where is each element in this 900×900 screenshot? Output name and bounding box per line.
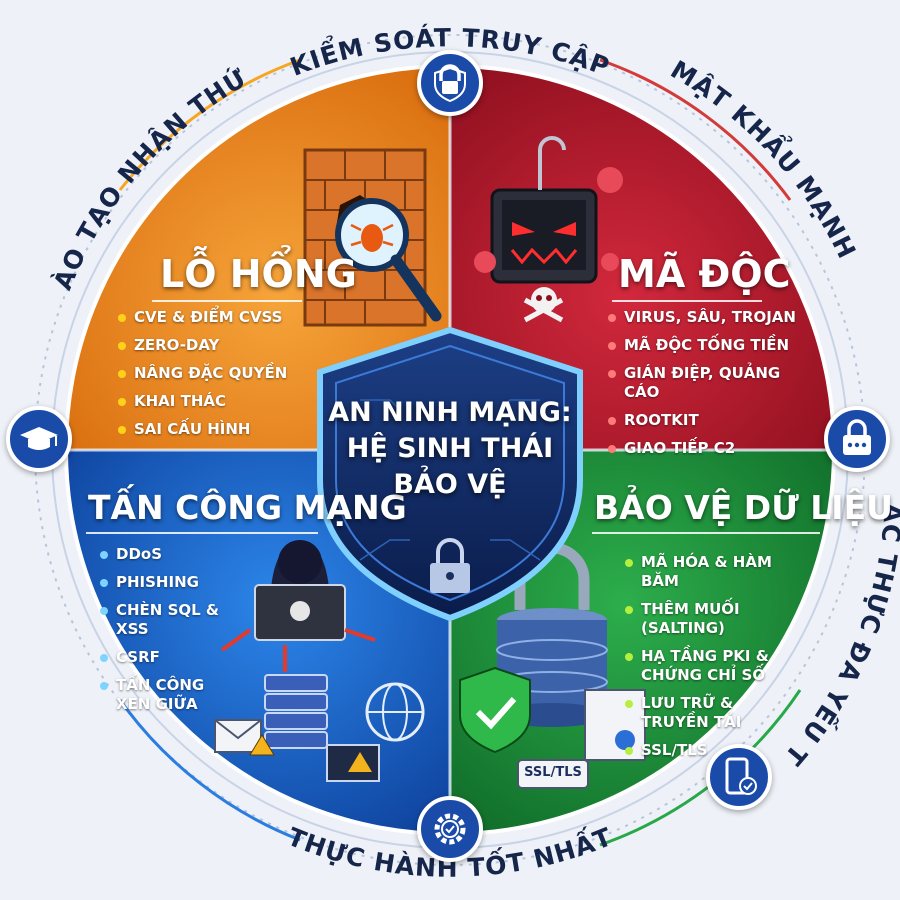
list-vulnerabilities: CVE & ĐIỂM CVSS ZERO-DAY NÂNG ĐẶC QUYỀN …	[118, 308, 298, 448]
list-item: TẤN CÔNG XEN GIỮA	[100, 676, 226, 714]
certificate-icon	[584, 689, 646, 761]
list-item: SAI CẤU HÌNH	[118, 420, 298, 439]
server-rack-icon	[264, 674, 328, 749]
graduation-cap-icon	[20, 427, 58, 450]
rule-attacks	[86, 532, 318, 534]
password-lock-icon	[843, 419, 871, 455]
ssl-tag-icon	[517, 759, 589, 789]
list-item: CSRF	[100, 648, 250, 667]
list-attacks: DDoS PHISHING CHÈN SQL & XSS CSRF TẤN CÔ…	[100, 545, 250, 723]
magnifier-bug-icon	[335, 198, 442, 322]
center-padlock-icon	[430, 538, 470, 593]
list-item: LƯU TRỮ & TRUYỀN TẢI	[625, 694, 771, 732]
email-warning-icon	[214, 719, 275, 756]
list-item: CVE & ĐIỂM CVSS	[118, 308, 298, 327]
list-item: ZERO-DAY	[118, 336, 298, 355]
hacker-laptop-icon	[220, 540, 376, 672]
badge-awareness-training[interactable]	[6, 406, 72, 472]
list-data-protection: MÃ HÓA & HÀM BĂM THÊM MUỐI (SALTING) HẠ …	[625, 553, 805, 769]
rule-vulnerabilities	[152, 300, 302, 302]
list-item: VIRUS, SÂU, TROJAN	[608, 308, 808, 327]
shield-check-icon	[459, 666, 531, 754]
title-vulnerabilities: LỖ HỔNG	[160, 252, 357, 296]
badge-mfa[interactable]	[706, 744, 772, 810]
list-item: SSL/TLS	[625, 741, 805, 760]
browser-warning-icon	[326, 744, 380, 782]
accent-arc-red	[599, 58, 792, 201]
list-item: MÃ ĐỘC TỐNG TIỀN	[608, 336, 808, 355]
list-item: HẠ TẦNG PKI & CHỨNG CHỈ SỐ	[625, 647, 801, 685]
center-title-line-1: AN NINH MẠNG:	[328, 397, 572, 428]
gear-check-icon	[434, 813, 466, 845]
title-attacks: TẤN CÔNG MẠNG	[88, 488, 407, 527]
list-item: NÂNG ĐẶC QUYỀN	[118, 364, 298, 383]
malware-monitor-icon	[490, 136, 598, 284]
title-data-protection: BẢO VỆ DỮ LIỆU	[594, 488, 893, 527]
quadrant-malware	[450, 66, 834, 450]
skull-crossbones-icon	[523, 287, 564, 323]
list-item: MÃ HÓA & HÀM BĂM	[625, 553, 805, 591]
center-title-line-3: BẢO VỆ	[393, 469, 507, 500]
padlock-icon	[434, 64, 466, 103]
list-item: ROOTKIT	[608, 411, 808, 430]
list-item: GIÁN ĐIỆP, QUẢNG CÁO	[608, 364, 808, 402]
title-malware: MÃ ĐỘC	[618, 252, 791, 296]
accent-arc-orange	[118, 58, 301, 191]
phone-verification-icon	[725, 757, 757, 795]
list-malware: VIRUS, SÂU, TROJAN MÃ ĐỘC TỐNG TIỀN GIÁN…	[608, 308, 808, 467]
badge-strong-password[interactable]	[824, 406, 890, 472]
ssl-tag-label: SSL/TLS	[524, 765, 582, 780]
center-title-line-2: HỆ SINH THÁI	[346, 433, 554, 464]
list-item: THÊM MUỐI (SALTING)	[625, 600, 805, 638]
rule-malware	[612, 300, 762, 302]
list-item: CHÈN SQL & XSS	[100, 601, 250, 639]
center-title: AN NINH MẠNG: HỆ SINH THÁI BẢO VỆ	[320, 395, 580, 503]
globe-icon	[365, 682, 425, 742]
central-shield-icon	[317, 326, 583, 622]
list-item: PHISHING	[100, 573, 250, 592]
list-item: KHAI THÁC	[118, 392, 298, 411]
accent-arc-blue	[118, 699, 301, 842]
badge-best-practice[interactable]	[417, 796, 483, 862]
list-item: GIAO TIẾP C2	[608, 439, 808, 458]
rule-data-protection	[592, 532, 820, 534]
badge-access-control[interactable]	[417, 50, 483, 116]
virus-icon	[474, 167, 623, 273]
list-item: DDoS	[100, 545, 250, 564]
